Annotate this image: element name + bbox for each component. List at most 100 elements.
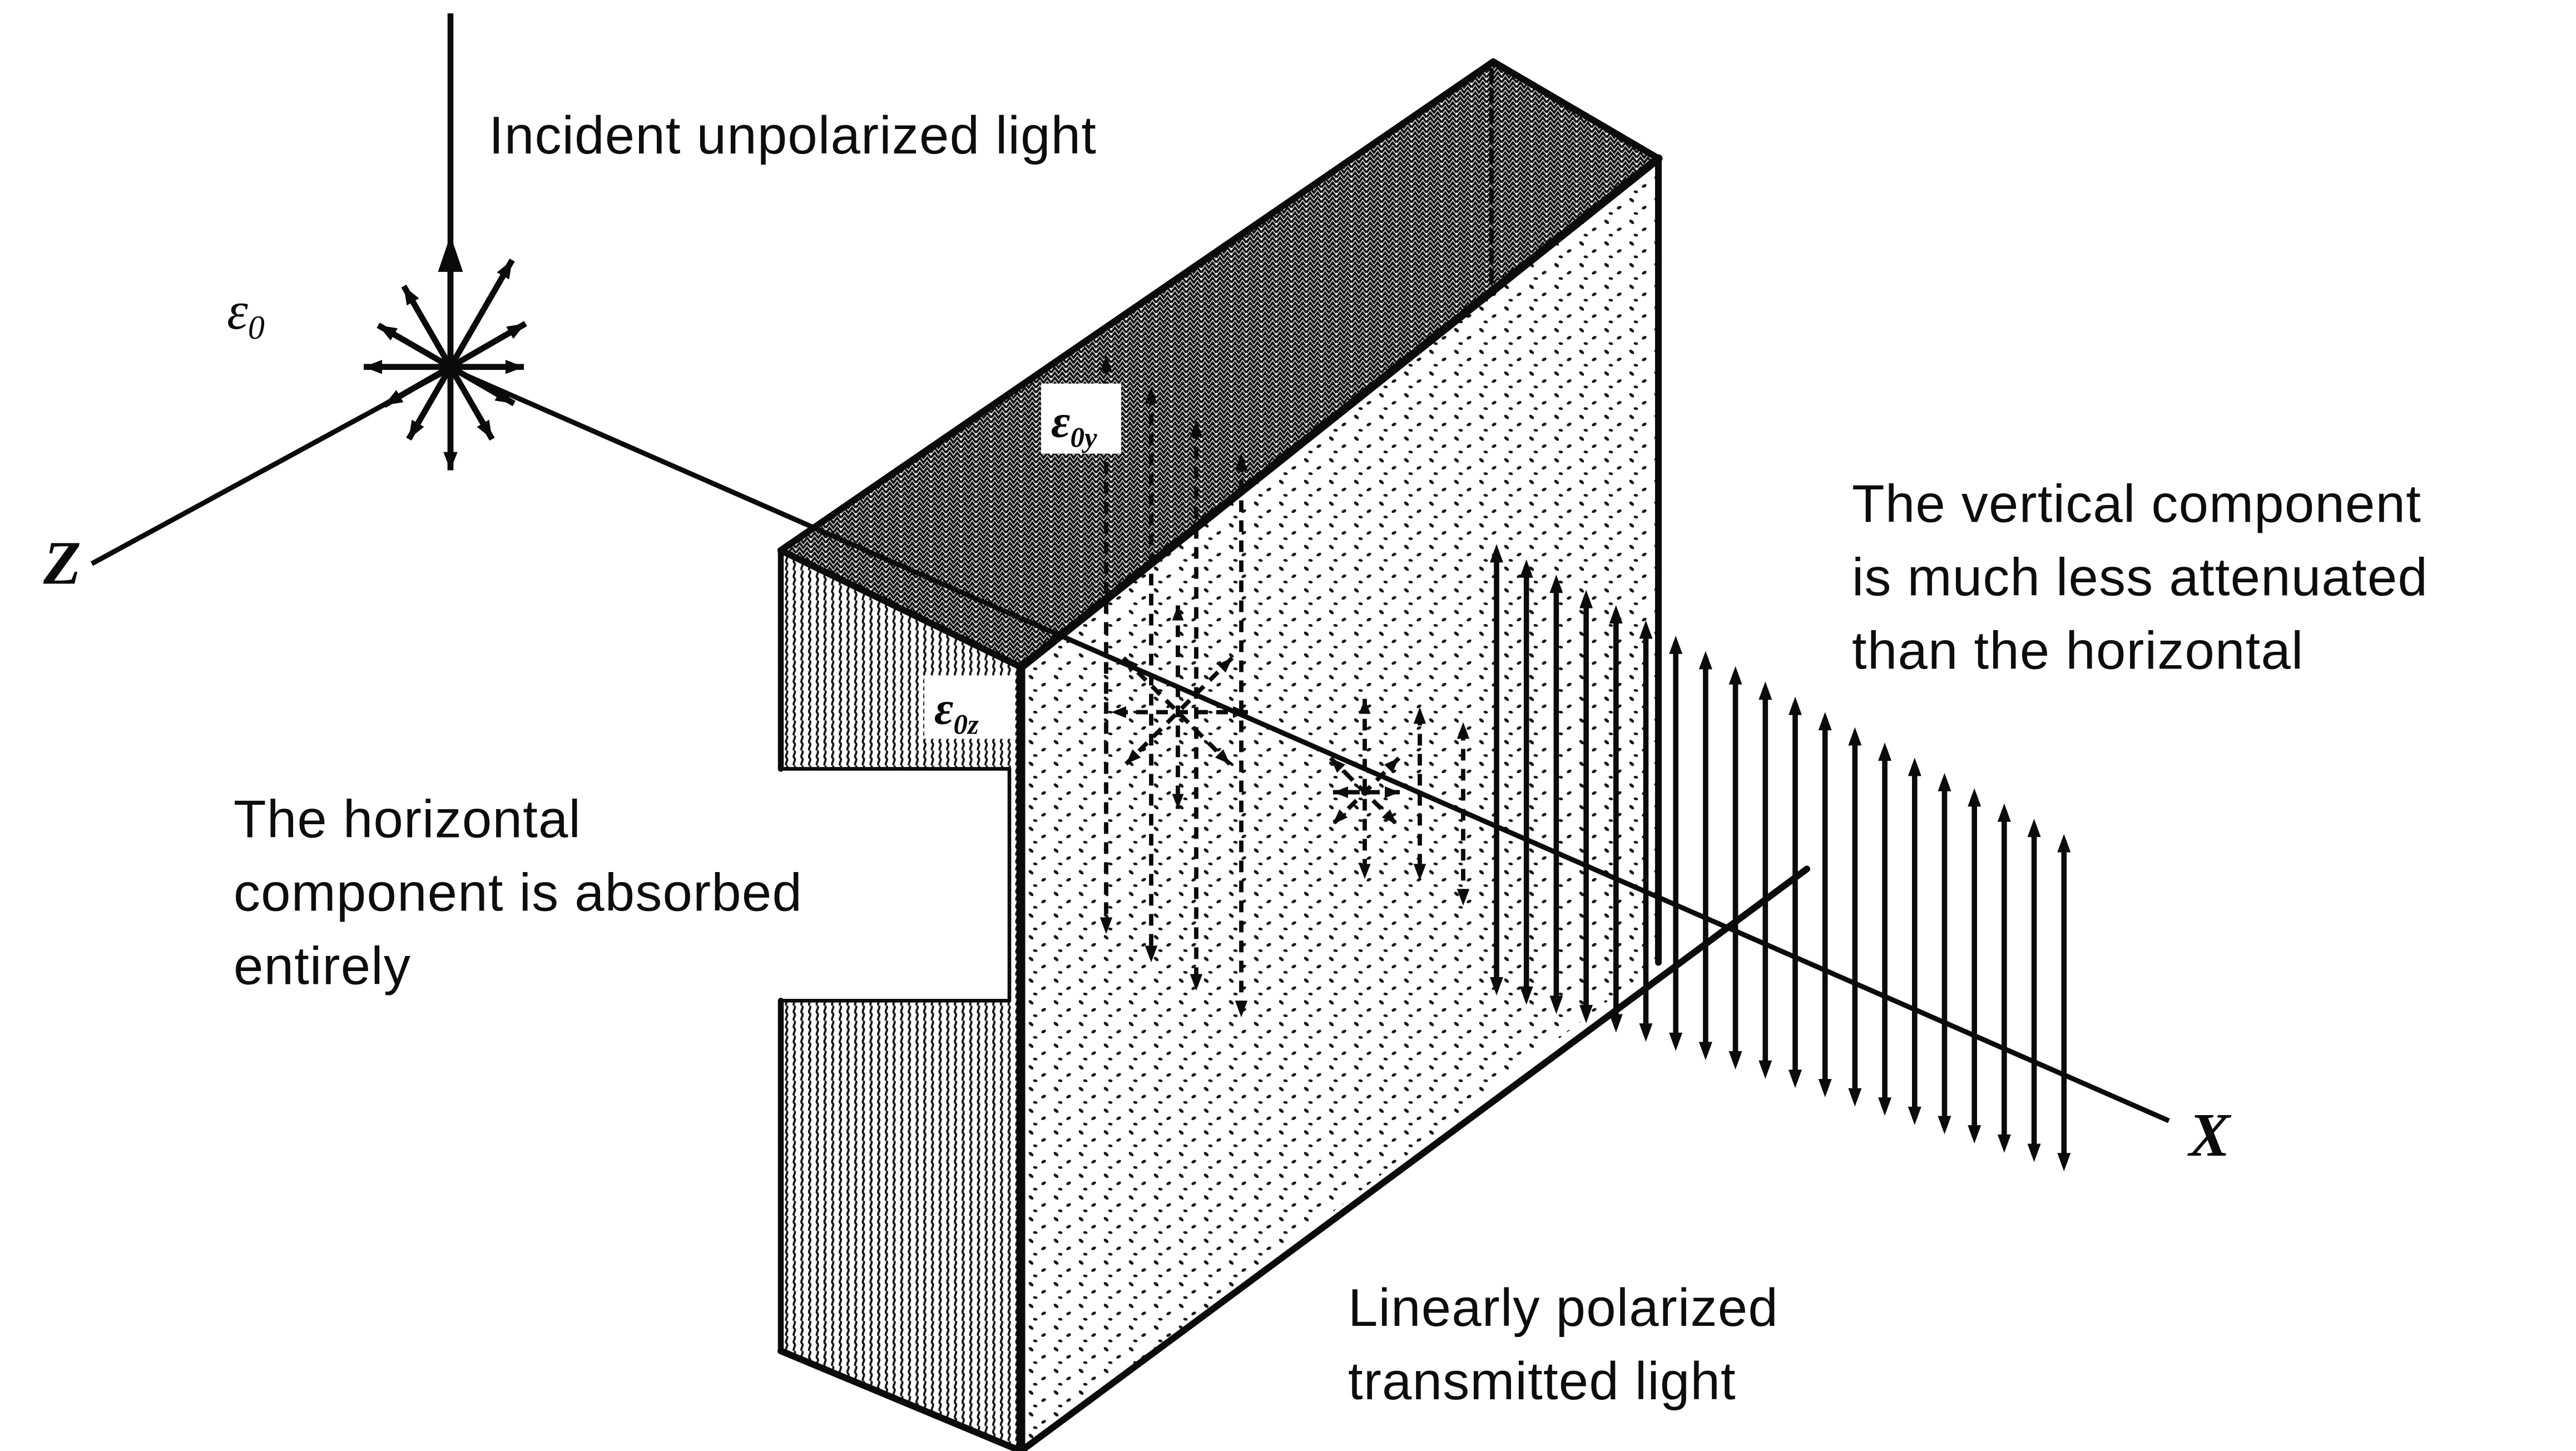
edge-top-right: [1490, 58, 1662, 162]
transmitted-arrow-head-up: [1609, 605, 1623, 624]
annotation-right-line1: The vertical component: [1852, 474, 2421, 534]
transmitted-arrow-head-up: [1669, 635, 1683, 654]
entry-vertical-dashed-arrow-head-up: [1145, 387, 1158, 404]
annotation-right-line3: than the horizontal: [1852, 621, 2304, 681]
internal-dashed-ray: [1329, 756, 1399, 826]
internal-dashed-ray-head: [1215, 749, 1230, 764]
annotation-bottom-line1: Linearly polarized: [1348, 1278, 1779, 1338]
edge-top-front: [1017, 154, 1663, 672]
unpolarized-e-field-ray: [406, 258, 515, 441]
transmitted-arrow-head-down: [1968, 1125, 1981, 1144]
transmitted-arrow-head-down: [1490, 977, 1503, 996]
internal-dashed-ray-head: [1332, 809, 1348, 824]
edge-top-back: [777, 58, 1497, 554]
annotation-text: Incident unpolarized light The horizonta…: [234, 106, 2428, 1411]
transmitted-arrow-head-up: [2057, 834, 2071, 853]
transmitted-arrow-head-down: [1908, 1106, 1921, 1125]
internal-vertical-dashed-arrow-head-down: [1457, 889, 1470, 906]
unpolarized-e-field-ray-head: [494, 388, 514, 404]
transmitted-arrow-head-down: [1848, 1088, 1862, 1107]
transmitted-arrow-head-down: [1698, 1042, 1712, 1061]
transmitted-arrow-head-down: [1609, 1014, 1623, 1033]
unpolarized-e-field-ray-head: [404, 286, 419, 306]
transmitted-arrow-head-down: [1549, 996, 1563, 1014]
entry-vertical-dashed-arrow-head-up: [1235, 453, 1248, 471]
transmitted-arrow-head-up: [2027, 819, 2041, 838]
transmitted-arrow-head-up: [1997, 803, 2011, 822]
internal-dashed-ray-head: [1330, 757, 1345, 773]
epsilon0z-label: ε0z: [934, 683, 979, 741]
transmitted-arrow-head-up: [1549, 575, 1563, 593]
slab-notch: [727, 770, 1008, 999]
internal-dashed-ray-head: [1233, 706, 1248, 719]
unpolarized-e-field-ray-head: [443, 452, 458, 471]
transmitted-arrow-head-down: [2027, 1143, 2041, 1162]
unpolarized-e-field-ray-head: [443, 250, 458, 269]
unpolarized-starburst: [364, 250, 527, 471]
slab-top-face: [781, 61, 1658, 667]
internal-dashed-ray: [1124, 656, 1234, 766]
transmitted-arrow-head-up: [1579, 590, 1593, 608]
internal-dashed-starbursts: [1111, 605, 1401, 879]
transmitted-arrow-head-down: [1639, 1023, 1653, 1042]
internal-dashed-ray-head: [1384, 757, 1399, 773]
internal-dashed-ray: [1122, 656, 1232, 766]
edge-bottom-left: [777, 1348, 1024, 1451]
annotation-left-line3: entirely: [234, 936, 411, 996]
x-axis-label: X: [2187, 1101, 2232, 1170]
internal-dashed-ray-head: [1172, 605, 1184, 621]
internal-dashed-arrows: [1413, 707, 1470, 906]
internal-dashed-ray-head: [1123, 657, 1138, 673]
transmitted-arrow-curtain: [1490, 544, 2071, 1172]
unpolarized-e-field-ray-head: [477, 419, 492, 439]
annotation-bottom-line2: transmitted light: [1348, 1351, 1736, 1411]
unpolarized-e-field-ray-head: [506, 360, 524, 374]
transmitted-arrow-head-down: [1938, 1116, 1951, 1135]
annotation-left: The horizontal component is absorbed ent…: [234, 789, 802, 996]
transmitted-arrow-head-up: [1758, 681, 1772, 700]
internal-dashed-ray-head: [1359, 864, 1371, 879]
unpolarized-e-field-ray-head: [506, 323, 526, 339]
internal-dashed-ray-head: [1333, 786, 1348, 798]
z-axis-label: Z: [43, 529, 81, 598]
transmitted-arrow-head-up: [1968, 788, 1981, 807]
math-labels: ε0 ε0y ε0z Z X: [43, 281, 2232, 1170]
edge-top-left: [777, 547, 1024, 671]
transmitted-arrow-head-down: [1997, 1134, 2011, 1153]
annotation-left-line2: component is absorbed: [234, 863, 802, 922]
epsilon0-label: ε0: [227, 281, 265, 346]
transmitted-arrow-head-up: [1490, 544, 1503, 563]
annotation-left-line1: The horizontal: [234, 789, 581, 849]
transmitted-arrow-head-down: [1789, 1069, 1802, 1088]
internal-dashed-ray-head: [1172, 794, 1184, 809]
entry-vertical-dashed-arrow-head-down: [1235, 1001, 1248, 1018]
entry-dashed-arrows: [1099, 355, 1248, 1018]
internal-vertical-dashed-arrow-head-down: [1413, 864, 1426, 881]
transmitted-arrow-head-up: [1639, 620, 1653, 639]
entry-vertical-dashed-arrow-head-up: [1099, 355, 1113, 372]
unpolarized-e-field-ray-head: [497, 260, 512, 280]
unpolarized-e-field-ray-head: [409, 419, 424, 439]
annotation-right-line2: is much less attenuated: [1852, 548, 2428, 607]
internal-dashed-ray-head: [1385, 786, 1400, 798]
epsilon0y-label: ε0y: [1051, 396, 1097, 454]
annotation-right: The vertical component is much less atte…: [1852, 474, 2428, 681]
internal-vertical-dashed-arrow-head-up: [1457, 722, 1470, 739]
transmitted-arrow-head-down: [1878, 1097, 1892, 1116]
transmitted-arrow-head-up: [1698, 651, 1712, 670]
transmitted-arrow-head-down: [1728, 1051, 1742, 1070]
internal-dashed-ray-head: [1359, 699, 1371, 714]
entry-vertical-dashed-arrow-head-down: [1145, 945, 1158, 963]
transmitted-arrow-head-down: [1519, 986, 1533, 1005]
internal-dashed-ray-head: [1126, 749, 1141, 764]
transmitted-arrow-head-up: [1818, 712, 1832, 731]
transmitted-arrow-head-down: [1758, 1060, 1772, 1079]
transmitted-arrow-head-down: [1818, 1078, 1832, 1097]
epsilon0y-label-box: [1041, 383, 1121, 454]
annotation-bottom: Linearly polarized transmitted light: [1348, 1278, 1779, 1411]
starburst-center: [440, 356, 460, 377]
transmitted-arrow-head-up: [1789, 696, 1802, 715]
unpolarized-e-field-ray-head: [384, 390, 404, 405]
